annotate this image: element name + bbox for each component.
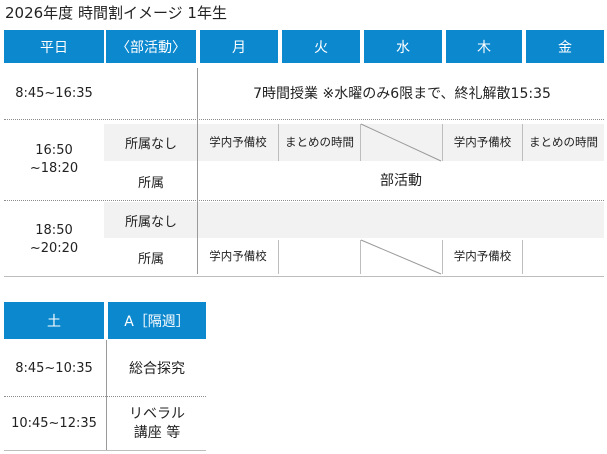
row2-thu: 学内予備校: [442, 124, 522, 161]
sat-bottom-rule: [4, 450, 206, 451]
row2-tue: まとめの時間: [278, 124, 360, 161]
row2-time-start: 16:50: [35, 143, 73, 159]
row2-time: 16:50 ~18:20: [4, 124, 104, 196]
page-title: 2026年度 時間割イメージ 1年生: [5, 4, 227, 22]
row3-wed-slash: [360, 239, 442, 275]
weekday-bottom-rule: [4, 276, 604, 277]
header-tue: 火: [282, 30, 360, 63]
sat-row2-value-line1: リベラル: [129, 406, 185, 423]
row3-member-label: 所属: [137, 251, 164, 267]
row2-member-label: 所属: [137, 175, 164, 191]
header-mon: 月: [200, 30, 278, 63]
row2-fri: まとめの時間: [522, 124, 604, 161]
row2-none-label: 所属なし: [124, 137, 177, 152]
row3-mon: 学内予備校: [209, 249, 267, 264]
row2-member-value: 部活動: [380, 172, 422, 189]
row3-fri: [522, 240, 604, 274]
row3-none-label: 所属なし: [124, 214, 177, 230]
row1-time: 8:45~16:35: [15, 86, 93, 102]
sat-row-divider: [4, 396, 206, 397]
row2-none-band: [104, 124, 604, 161]
header-weekday: 平日: [4, 30, 104, 63]
weekday-column-divider: [197, 68, 198, 274]
row2-wed-slash: [360, 123, 442, 162]
header-thu: 木: [446, 30, 522, 63]
sat-row2-value-line2: 講座 等: [133, 425, 181, 441]
row2-divider: [4, 200, 604, 201]
row3-none-band: [104, 202, 604, 238]
row2-wed: [360, 124, 442, 161]
header-sat-a: A［隔週］: [108, 302, 206, 339]
row3-time: 18:50 ~20:20: [4, 204, 104, 276]
row1-divider: [4, 119, 604, 120]
row3-tue: [278, 240, 360, 274]
row3-time-start: 18:50: [35, 223, 73, 239]
header-sat: 土: [4, 302, 104, 339]
row3-thu: 学内予備校: [442, 240, 522, 274]
row2-mon: 学内予備校: [209, 134, 267, 149]
header-wed: 水: [364, 30, 442, 63]
row1-note: 7時間授業 ※水曜のみ6限まで、終礼解散15:35: [253, 85, 551, 102]
sat-row1-time: 8:45~10:35: [15, 361, 93, 377]
sat-row2-time: 10:45~12:35: [11, 416, 97, 432]
row3-wed: [360, 240, 442, 274]
sat-row1-value: 総合探究: [129, 360, 185, 377]
sat-row2-value: リベラル 講座 等: [108, 400, 206, 448]
header-club: 〈部活動〉: [106, 30, 196, 63]
row2-time-end: ~18:20: [29, 161, 79, 176]
row3-time-end: ~20:20: [29, 241, 79, 256]
sat-column-divider: [106, 340, 107, 450]
header-fri: 金: [526, 30, 604, 63]
